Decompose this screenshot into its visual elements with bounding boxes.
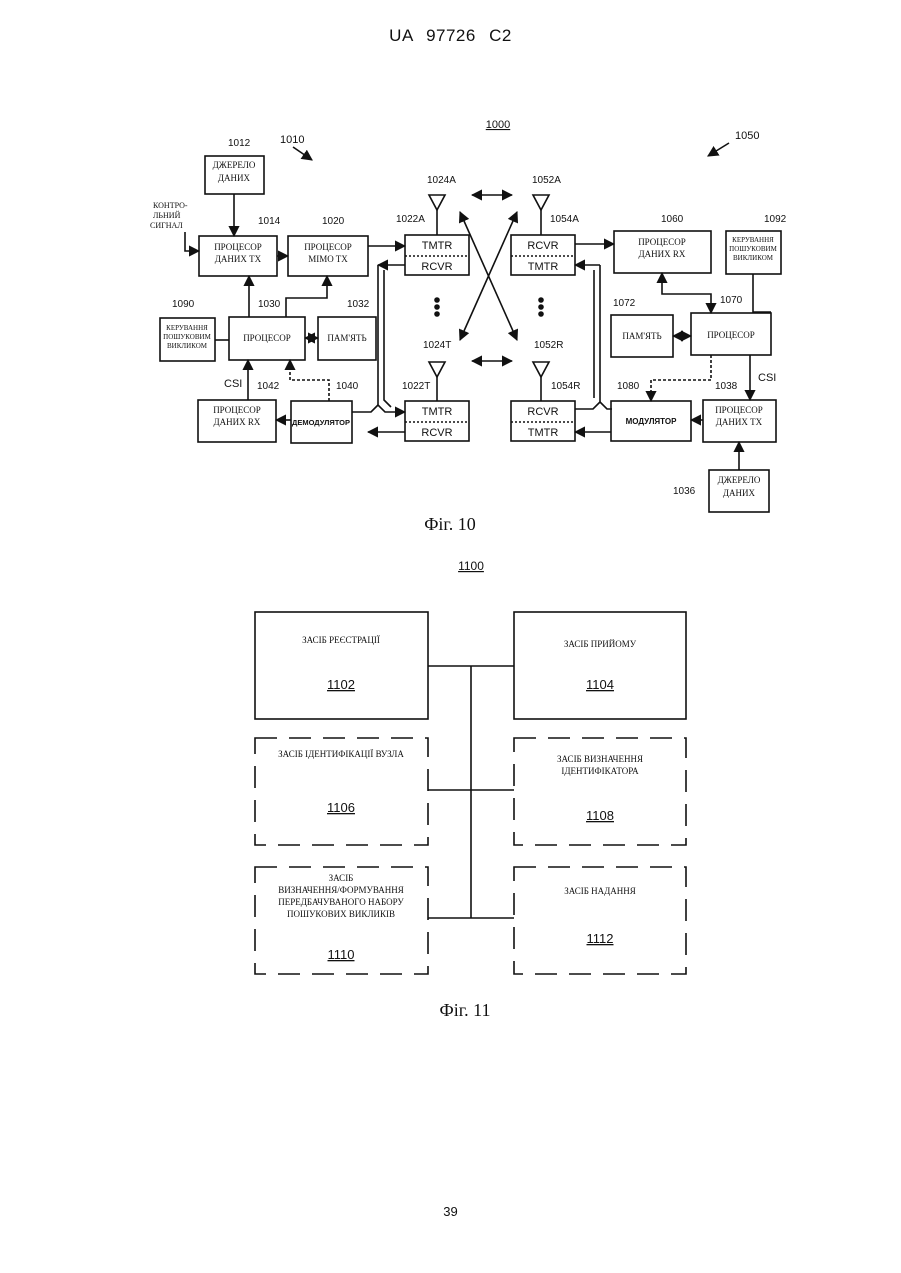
ref-label: 1022A — [396, 214, 425, 225]
label-line: ДАНИХ — [723, 488, 756, 498]
ref-label: 1030 — [258, 299, 281, 310]
label-line: ПРОЦЕСОР — [304, 242, 352, 252]
box-ref: 1108 — [586, 808, 614, 823]
box-label: ЗАСІБ — [329, 873, 354, 883]
label-line: ПАМ'ЯТЬ — [327, 333, 366, 343]
fig11-caption: Фіг. 11 — [440, 1000, 491, 1020]
box-ref: 1110 — [328, 947, 355, 962]
label-line: ДЖЕРЕЛО — [718, 475, 761, 485]
ref-label: 1038 — [715, 381, 738, 392]
fig10-caption: Фіг. 10 — [424, 514, 476, 534]
fig11-diagram: 1100 ЗАСІБ РЕЄСТРАЦІЇ 1102 ЗАСІБ ПРИЙОМУ… — [255, 559, 686, 1020]
fig11-ref: 1100 — [458, 559, 484, 573]
label-line: ДЖЕРЕЛО — [213, 160, 256, 170]
control-label: СИГНАЛ — [150, 221, 183, 230]
tx-label: TMTR — [422, 240, 453, 252]
control-label: ЛЬНИЙ — [153, 211, 181, 220]
ref-label: 1092 — [764, 214, 787, 225]
box-ref: 1106 — [327, 800, 355, 815]
ref-label: 1024A — [427, 175, 456, 186]
fig10-diagram: 1000 1010 1050 ДЖЕРЕЛО ДАНИХ 1012 КОНТРО… — [150, 119, 787, 534]
csi-label-left: CSI — [224, 378, 242, 390]
box-registration-means — [255, 612, 428, 719]
ref-label: 1014 — [258, 216, 281, 227]
ref-label: 1072 — [613, 298, 636, 309]
control-label: КОНТРО- — [153, 201, 188, 210]
fig10-ref: 1000 — [486, 119, 510, 131]
page-number: 39 — [0, 1204, 901, 1219]
label-line: ДЕМОДУЛЯТОР — [292, 418, 350, 427]
ref-label: 1070 — [720, 295, 743, 306]
box-label: ПЕРЕДБАЧУВАНОГО НАБОРУ — [278, 897, 404, 907]
ref-label: 1042 — [257, 381, 280, 392]
label-line: ДАНИХ RX — [214, 417, 261, 427]
label-line: МОДУЛЯТОР — [626, 417, 678, 426]
box-label: ВИЗНАЧЕННЯ/ФОРМУВАННЯ — [278, 885, 404, 895]
ref-label: 1022T — [402, 381, 430, 392]
rx-label: RCVR — [527, 240, 558, 252]
ref-label: 1032 — [347, 299, 370, 310]
box-reception-means — [514, 612, 686, 719]
box-label: ПОШУКОВИХ ВИКЛИКІВ — [287, 909, 395, 919]
label-line: КЕРУВАННЯ — [166, 324, 208, 332]
box-label: ЗАСІБ ВИЗНАЧЕННЯ — [557, 754, 643, 764]
label-line: ПОШУКОВИМ — [163, 333, 211, 341]
label-line: ПРОЦЕСОР — [213, 405, 261, 415]
ref-label: 1052R — [534, 340, 563, 351]
ref-label: 1054R — [551, 381, 580, 392]
label-line: MIMO TX — [308, 254, 348, 264]
label-line: ВИКЛИКОМ — [733, 254, 774, 262]
box-label: ЗАСІБ ПРИЙОМУ — [564, 639, 637, 649]
tx-label: TMTR — [528, 261, 559, 273]
box-provision-means — [514, 867, 686, 974]
label-line: ПОШУКОВИМ — [729, 245, 777, 253]
box-ref: 1104 — [586, 677, 614, 692]
rx-label: RCVR — [527, 406, 558, 418]
label-line: ПРОЦЕСОР — [214, 242, 262, 252]
ref-1050: 1050 — [735, 130, 759, 142]
ref-label: 1040 — [336, 381, 359, 392]
box-label: ЗАСІБ НАДАННЯ — [564, 886, 636, 896]
label-line: ПРОЦЕСОР — [707, 330, 755, 340]
ref-label: 1080 — [617, 381, 640, 392]
ref-label: 1052A — [532, 175, 561, 186]
label-line: ДАНИХ — [218, 173, 251, 183]
label-line: КЕРУВАННЯ — [732, 236, 774, 244]
ref-label: 1020 — [322, 216, 345, 227]
rx-label: RCVR — [421, 261, 452, 273]
csi-label-right: CSI — [758, 372, 776, 384]
label-line: ВИКЛИКОМ — [167, 342, 208, 350]
ref-label: 1012 — [228, 138, 251, 149]
ref-label: 1060 — [661, 214, 684, 225]
ref-label: 1036 — [673, 486, 696, 497]
box-ref: 1112 — [587, 931, 614, 946]
label-line: ДАНИХ TX — [716, 417, 763, 427]
ref-label: 1054A — [550, 214, 579, 225]
ref-label: 1090 — [172, 299, 195, 310]
label-line: ПРОЦЕСОР — [715, 405, 763, 415]
box-ref: 1102 — [327, 677, 355, 692]
ref-1010: 1010 — [280, 134, 304, 146]
label-line: ПАМ'ЯТЬ — [622, 331, 661, 341]
box-label: ЗАСІБ ІДЕНТИФІКАЦІЇ ВУЗЛА — [278, 749, 404, 759]
box-label: ІДЕНТИФІКАТОРА — [561, 766, 639, 776]
ref-label: 1024T — [423, 340, 451, 351]
label-line: ДАНИХ RX — [639, 249, 686, 259]
label-line: ПРОЦЕСОР — [638, 237, 686, 247]
box-label: ЗАСІБ РЕЄСТРАЦІЇ — [302, 635, 380, 645]
label-line: ДАНИХ TX — [215, 254, 262, 264]
label-line: ПРОЦЕСОР — [243, 333, 291, 343]
tx-label: TMTR — [422, 406, 453, 418]
tx-label: TMTR — [528, 427, 559, 439]
rx-label: RCVR — [421, 427, 452, 439]
